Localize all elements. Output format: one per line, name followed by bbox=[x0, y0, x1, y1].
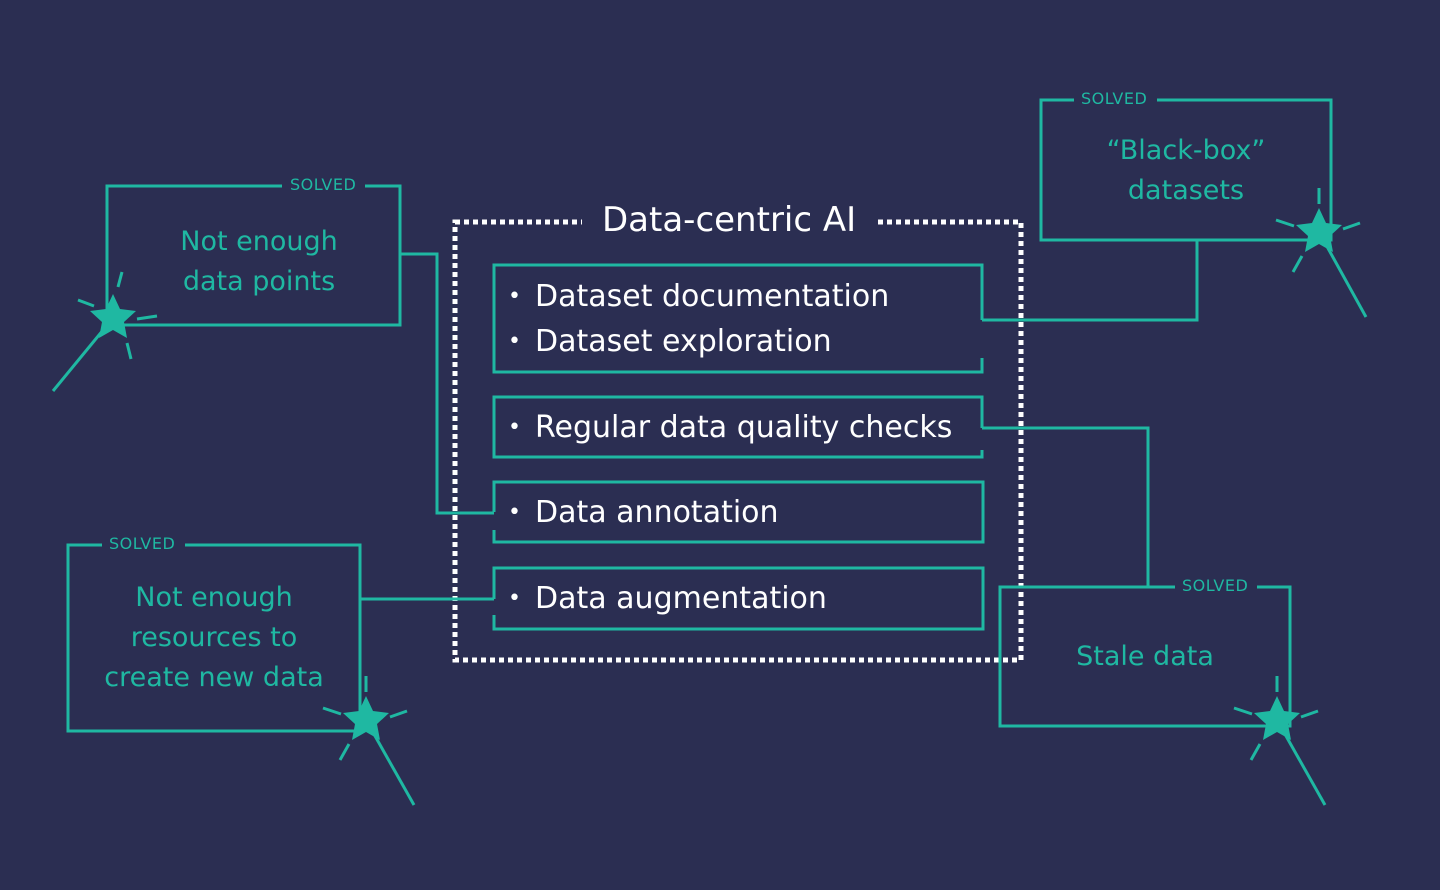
item-box-annotation bbox=[492, 480, 985, 544]
item-box-quality bbox=[492, 395, 984, 459]
item-dataset-exploration: • Dataset exploration bbox=[508, 319, 832, 364]
problem-box-data-points bbox=[105, 184, 402, 327]
connector-data-points bbox=[400, 252, 494, 515]
magic-wand-icon bbox=[1233, 676, 1327, 806]
item-quality-checks: • Regular data quality checks bbox=[508, 405, 953, 450]
problem-box-stale bbox=[998, 585, 1292, 728]
problem-line: Stale data bbox=[1076, 641, 1214, 672]
item-data-annotation: • Data annotation bbox=[508, 490, 779, 535]
item-data-augmentation: • Data augmentation bbox=[508, 576, 827, 621]
problem-black-box-datasets: “Black-box” datasets bbox=[1036, 131, 1336, 211]
problem-line: resources to bbox=[130, 622, 298, 653]
problem-line: Not enough bbox=[135, 582, 293, 613]
item-label: Data augmentation bbox=[535, 581, 827, 616]
item-label: Data annotation bbox=[535, 495, 779, 530]
bullet-icon: • bbox=[508, 500, 521, 525]
solved-badge: SOLVED bbox=[1176, 576, 1255, 595]
magic-wand-icon bbox=[322, 676, 416, 806]
item-label: Dataset exploration bbox=[535, 324, 832, 359]
problem-not-enough-data-points: Not enough data points bbox=[109, 222, 409, 302]
problem-line: data points bbox=[182, 266, 336, 297]
bullet-icon: • bbox=[508, 329, 521, 354]
solved-badge: SOLVED bbox=[284, 175, 363, 194]
problem-box-black-box bbox=[1039, 98, 1333, 242]
bullet-icon: • bbox=[508, 586, 521, 611]
bullet-icon: • bbox=[508, 284, 521, 309]
solved-badge: SOLVED bbox=[103, 534, 182, 553]
problem-line: Not enough bbox=[180, 226, 338, 257]
item-label: Regular data quality checks bbox=[535, 410, 953, 445]
problem-box-resources bbox=[66, 543, 362, 733]
item-label: Dataset documentation bbox=[535, 279, 890, 314]
solved-badge: SOLVED bbox=[1075, 89, 1154, 108]
magic-wand-icon bbox=[1275, 188, 1368, 318]
connector-stale bbox=[982, 426, 1150, 587]
item-dataset-documentation: • Dataset documentation bbox=[508, 274, 890, 319]
problem-line: datasets bbox=[1127, 175, 1245, 206]
problem-not-enough-resources: Not enough resources to create new data bbox=[64, 578, 364, 698]
item-box-augmentation bbox=[492, 566, 985, 631]
problem-stale-data: Stale data bbox=[995, 637, 1295, 677]
item-box-documentation bbox=[492, 263, 984, 374]
diagram-title: Data-centric AI bbox=[582, 200, 877, 240]
bullet-icon: • bbox=[508, 415, 521, 440]
magic-wand-icon bbox=[51, 271, 158, 392]
connector-black-box bbox=[982, 240, 1199, 322]
problem-line: “Black-box” bbox=[1106, 135, 1266, 166]
problem-line: create new data bbox=[104, 662, 324, 693]
